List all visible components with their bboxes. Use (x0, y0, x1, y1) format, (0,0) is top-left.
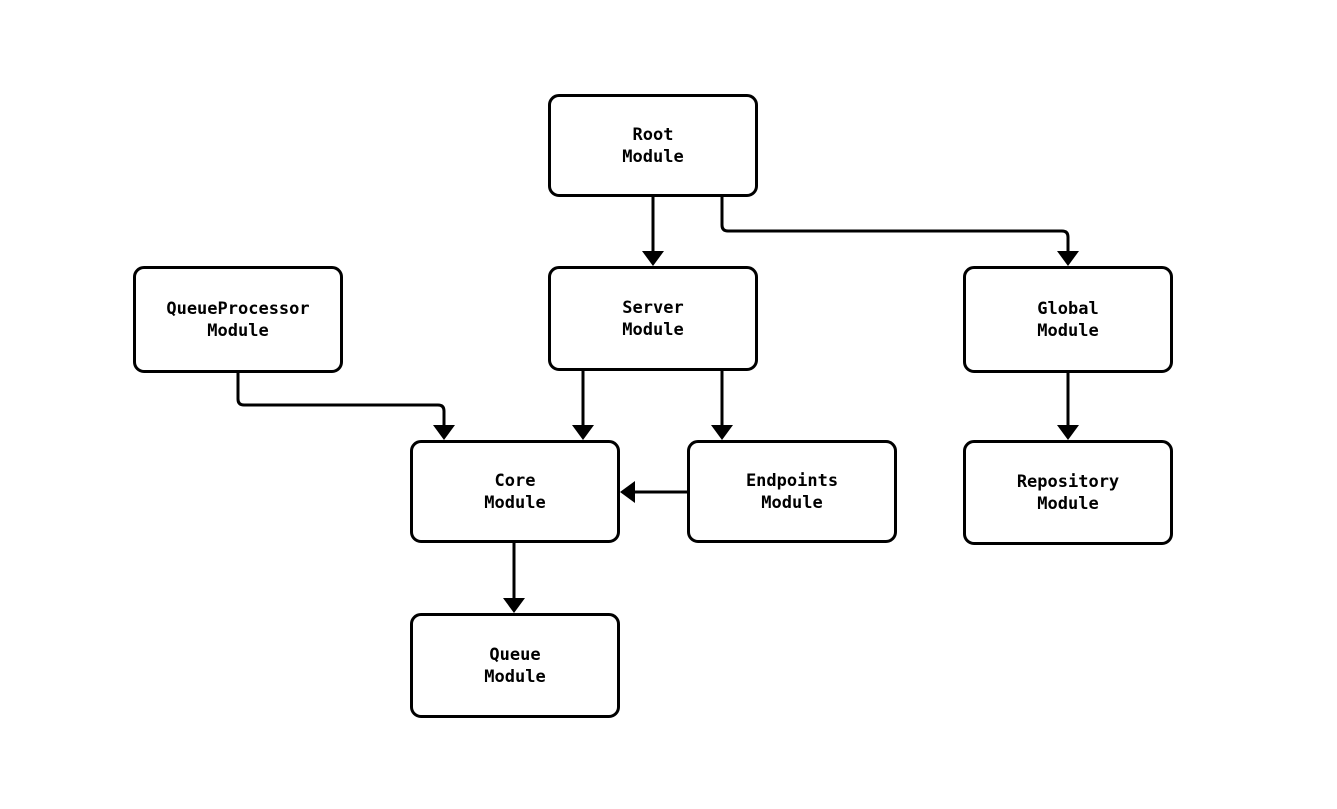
node-label-secondary: Module (484, 666, 546, 687)
edge-line (720, 197, 1070, 252)
edge-line (236, 373, 446, 426)
node-label-primary: Global (1037, 298, 1099, 319)
node-label-secondary: Module (484, 492, 546, 513)
arrowhead-icon (503, 598, 525, 613)
arrowhead-icon (433, 425, 455, 440)
node-label-secondary: Module (1037, 320, 1099, 341)
arrowhead-icon (572, 425, 594, 440)
edge-root-to-server (642, 197, 664, 266)
edge-root-to-global (720, 197, 1079, 266)
node-label-primary: Repository (1016, 471, 1120, 492)
node-label-primary: Core (494, 470, 536, 491)
edge-endpoints-to-core (620, 481, 687, 503)
edge-server-to-core (572, 371, 594, 440)
edge-global-to-repository (1057, 373, 1079, 440)
edge-server-to-endpoints (711, 371, 733, 440)
arrowhead-icon (711, 425, 733, 440)
arrowhead-icon (1057, 425, 1079, 440)
node-label-secondary: Module (207, 320, 269, 341)
arrowhead-icon (1057, 251, 1079, 266)
node-label-primary: Root (632, 124, 674, 145)
node-label-secondary: Module (761, 492, 823, 513)
edge-core-to-queue (503, 543, 525, 613)
edge-queueprocessor-to-core (236, 373, 455, 440)
node-label-primary: Queue (489, 644, 541, 665)
node-label-primary: Endpoints (745, 470, 839, 491)
node-label-secondary: Module (622, 146, 684, 167)
node-label-primary: Server (622, 297, 684, 318)
arrowhead-icon (620, 481, 635, 503)
arrowhead-icon (642, 251, 664, 266)
node-label-primary: QueueProcessor (166, 298, 310, 319)
node-label-secondary: Module (622, 319, 684, 340)
node-label-secondary: Module (1037, 493, 1099, 514)
